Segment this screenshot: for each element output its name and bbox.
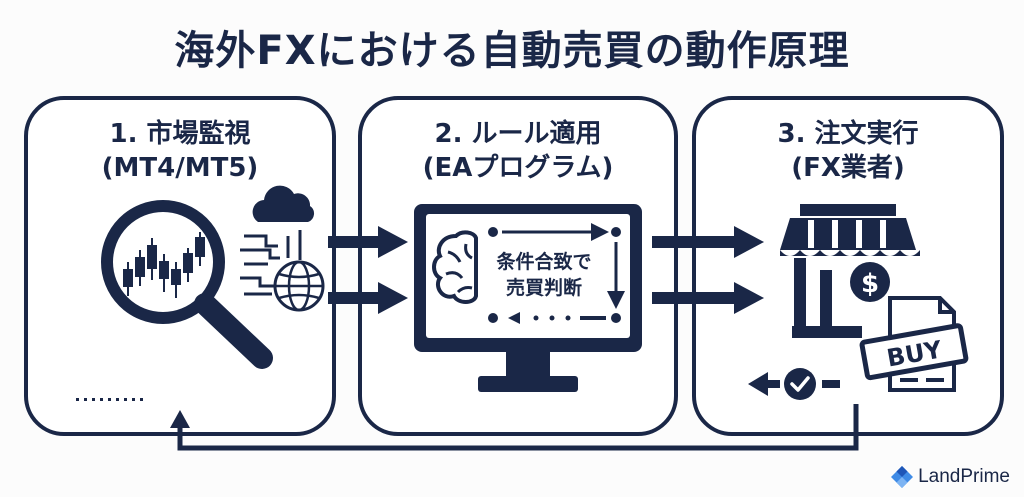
panel-1-title: 1. 市場監視 (109, 119, 251, 149)
brain-icon (432, 230, 478, 304)
flow-arrow-icon (328, 226, 408, 314)
cloud-data-icon (240, 185, 315, 296)
feedback-loop-arrow (170, 404, 859, 451)
dollar-icon: $ (850, 262, 890, 302)
panel-2-subtitle: (EAプログラム) (422, 153, 614, 183)
globe-icon (273, 260, 325, 312)
screen-text-line1: 条件合致で (496, 250, 591, 273)
panel-3-title: 3. 注文実行 (777, 119, 919, 149)
screen-text-line2: 売買判断 (506, 276, 582, 299)
check-circle-icon (748, 368, 840, 400)
brand-name: LandPrime (918, 466, 1010, 487)
page-title: 海外FXにおける自動売買の動作原理 (174, 28, 850, 74)
landprime-logo-icon (891, 466, 914, 488)
svg-text:$: $ (861, 269, 879, 299)
panel-3-subtitle: (FX業者) (791, 153, 905, 183)
panel-2-title: 2. ルール適用 (434, 119, 602, 149)
magnifier-chart-icon (101, 200, 273, 369)
flow-arrow-icon (652, 226, 764, 314)
storefront-icon (780, 204, 920, 338)
panel-1-subtitle: (MT4/MT5) (101, 153, 259, 183)
order-ticket-icon: BUY (859, 296, 969, 392)
brand-logo: LandPrime (890, 465, 1010, 489)
